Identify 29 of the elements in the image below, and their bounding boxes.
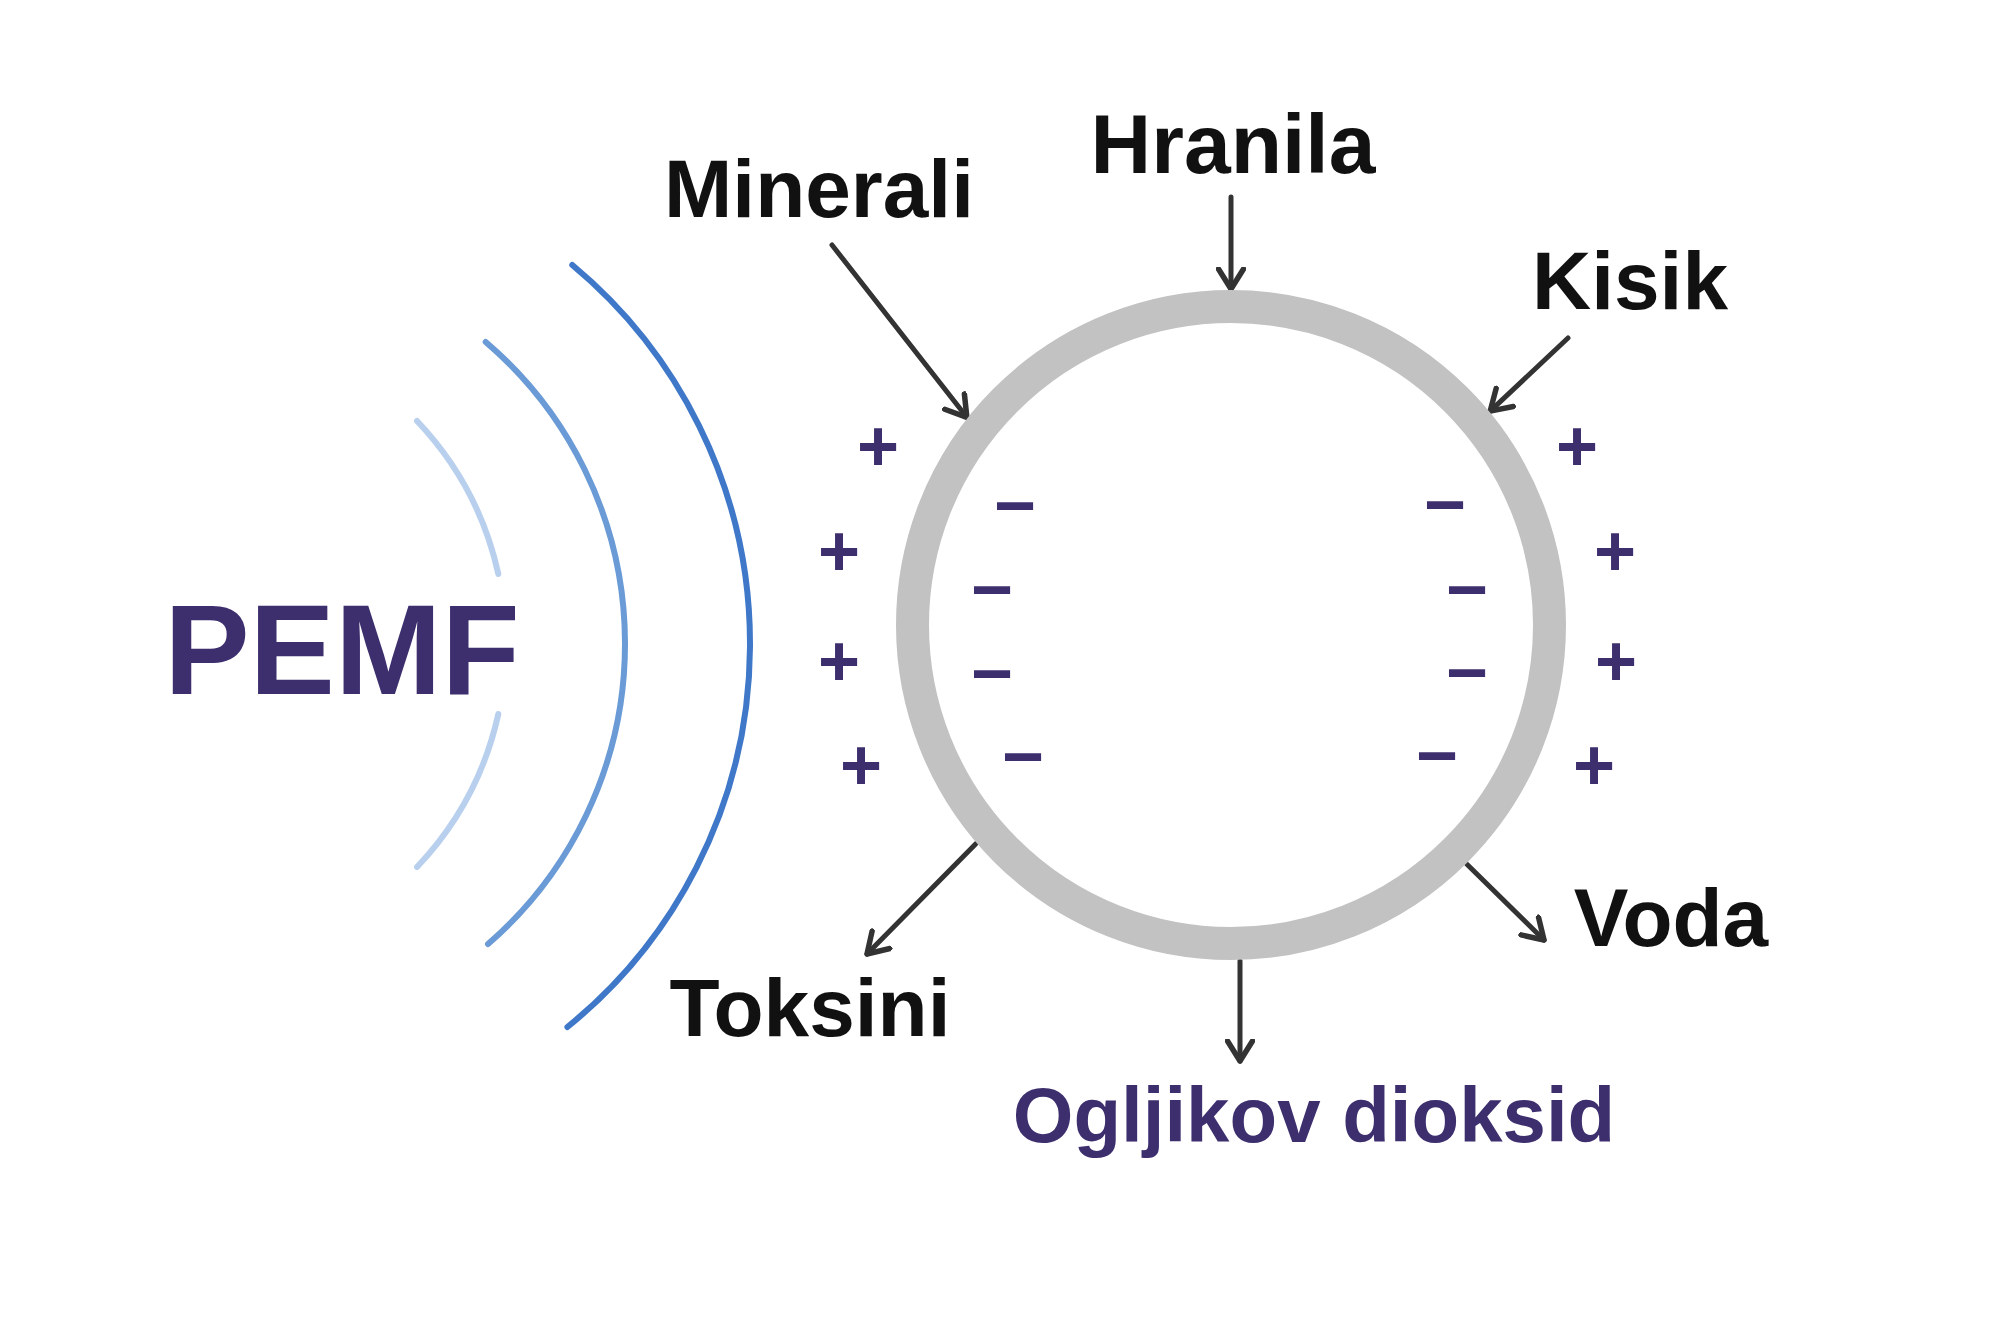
negative-charge: − xyxy=(1002,720,1044,792)
negative-charge: − xyxy=(1416,719,1458,791)
arrow xyxy=(1215,194,1247,292)
positive-charge: + xyxy=(1556,410,1598,482)
negative-charge: − xyxy=(1424,468,1466,540)
negative-charge: − xyxy=(1446,553,1488,625)
positive-charge: + xyxy=(818,515,860,587)
arrow xyxy=(1464,861,1547,943)
positive-charge: + xyxy=(840,729,882,801)
water-label: Voda xyxy=(1573,872,1769,964)
toxin-label: Toksini xyxy=(669,962,951,1054)
nutrient-label: Hranila xyxy=(1090,97,1376,191)
arrow xyxy=(829,242,970,421)
arrow xyxy=(864,841,979,957)
positive-charge: + xyxy=(1594,515,1636,587)
mineral-label: Minerali xyxy=(664,143,974,235)
arrow xyxy=(1487,335,1571,414)
negative-charge: − xyxy=(1446,636,1488,708)
negative-charge: − xyxy=(971,553,1013,625)
oxygen-label: Kisik xyxy=(1532,235,1728,327)
pemf-label: PEMF xyxy=(164,586,520,714)
arrow xyxy=(1224,958,1256,1064)
positive-charge: + xyxy=(818,625,860,697)
positive-charge: + xyxy=(857,410,899,482)
positive-charge: + xyxy=(1595,625,1637,697)
positive-charge: + xyxy=(1573,729,1615,801)
carbon-dioxide-label: Ogljikov dioksid xyxy=(1012,1073,1616,1159)
negative-charge: − xyxy=(994,469,1036,541)
negative-charge: − xyxy=(971,637,1013,709)
